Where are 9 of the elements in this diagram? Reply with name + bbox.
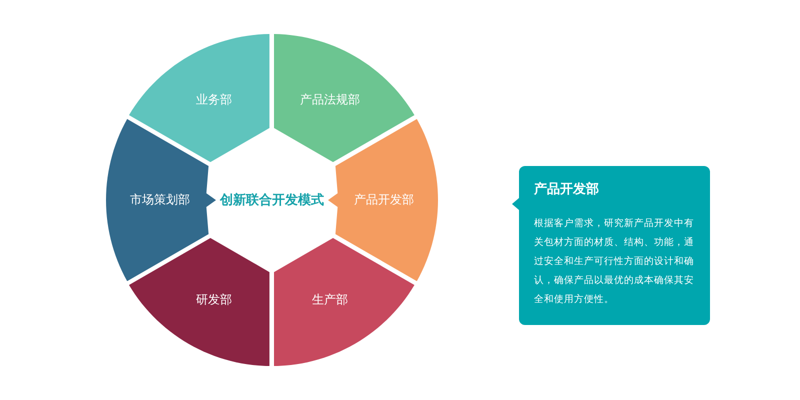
segment-label: 产品开发部 [354,191,414,208]
segment-label: 业务部 [196,91,232,108]
card-description: 根据客户需求，研究新产品开发中有关包材方面的材质、结构、功能，通过安全和生产可行性方面的设计和确认，确保产品以最优的成本确保其安全和使用方便性。 [534,217,695,307]
segment-label: 产品法规部 [300,91,360,108]
segment-label: 研发部 [196,292,232,309]
segment-label: 生产部 [312,292,348,309]
segment-label: 市场策划部 [130,191,190,208]
card-heading: 产品开发部 [534,180,600,198]
center-title: 创新联合开发模式 [220,191,324,209]
